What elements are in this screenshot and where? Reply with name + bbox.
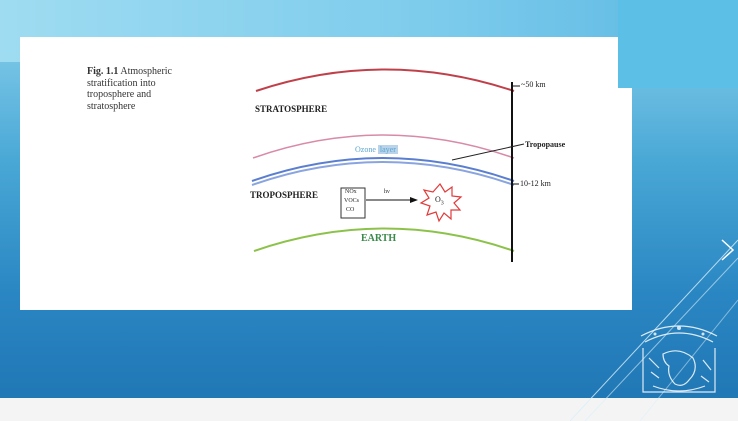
ozone-product-subscript: 3	[440, 200, 444, 207]
troposphere-label: TROPOSPHERE	[250, 190, 319, 200]
top-altitude-label: ~50 km	[521, 80, 546, 89]
ozone-word: Ozone	[355, 145, 376, 154]
reactant-vocs: VOCs	[344, 198, 360, 204]
reactant-co: CO	[346, 207, 355, 213]
tropopause-label: Tropopause	[525, 140, 566, 149]
lower-altitude-label: 10-12 km	[520, 179, 551, 188]
ozone-layer-highlight: layer	[377, 145, 398, 154]
tropopause-pointer	[451, 143, 525, 161]
university-seal-icon	[640, 325, 718, 393]
light-symbol: hν	[384, 189, 390, 195]
figure-caption: Fig. 1.1 Atmospheric stratification into…	[87, 66, 247, 112]
tropopause-arc-lower	[251, 161, 515, 186]
figure-panel	[20, 37, 632, 310]
figure-label: Fig. 1.1	[87, 66, 119, 77]
earth-label: EARTH	[361, 233, 397, 244]
footer-strip	[0, 398, 738, 421]
reactant-nox: NOx	[345, 189, 357, 195]
stratosphere-label: STRATOSPHERE	[255, 104, 328, 114]
ozone-product-symbol: O	[435, 195, 441, 204]
caption-line-1: Atmospheric	[120, 66, 172, 77]
corner-decoration	[618, 0, 738, 88]
tropopause-arc-upper	[251, 157, 515, 182]
caption-line-2: stratification into	[87, 77, 156, 89]
earth-arc	[253, 227, 515, 252]
ozone-layer-label: Ozone layer	[355, 145, 398, 154]
stratosphere-arc	[255, 68, 515, 92]
reaction-arrowhead	[410, 197, 418, 203]
reactants-box	[340, 187, 366, 219]
caption-line-3: troposphere and	[87, 89, 152, 100]
caption-line-4: stratosphere	[87, 100, 136, 112]
ozone-product: O3	[435, 195, 444, 207]
ozone-burst	[419, 182, 463, 223]
ozone-arc	[252, 134, 515, 159]
